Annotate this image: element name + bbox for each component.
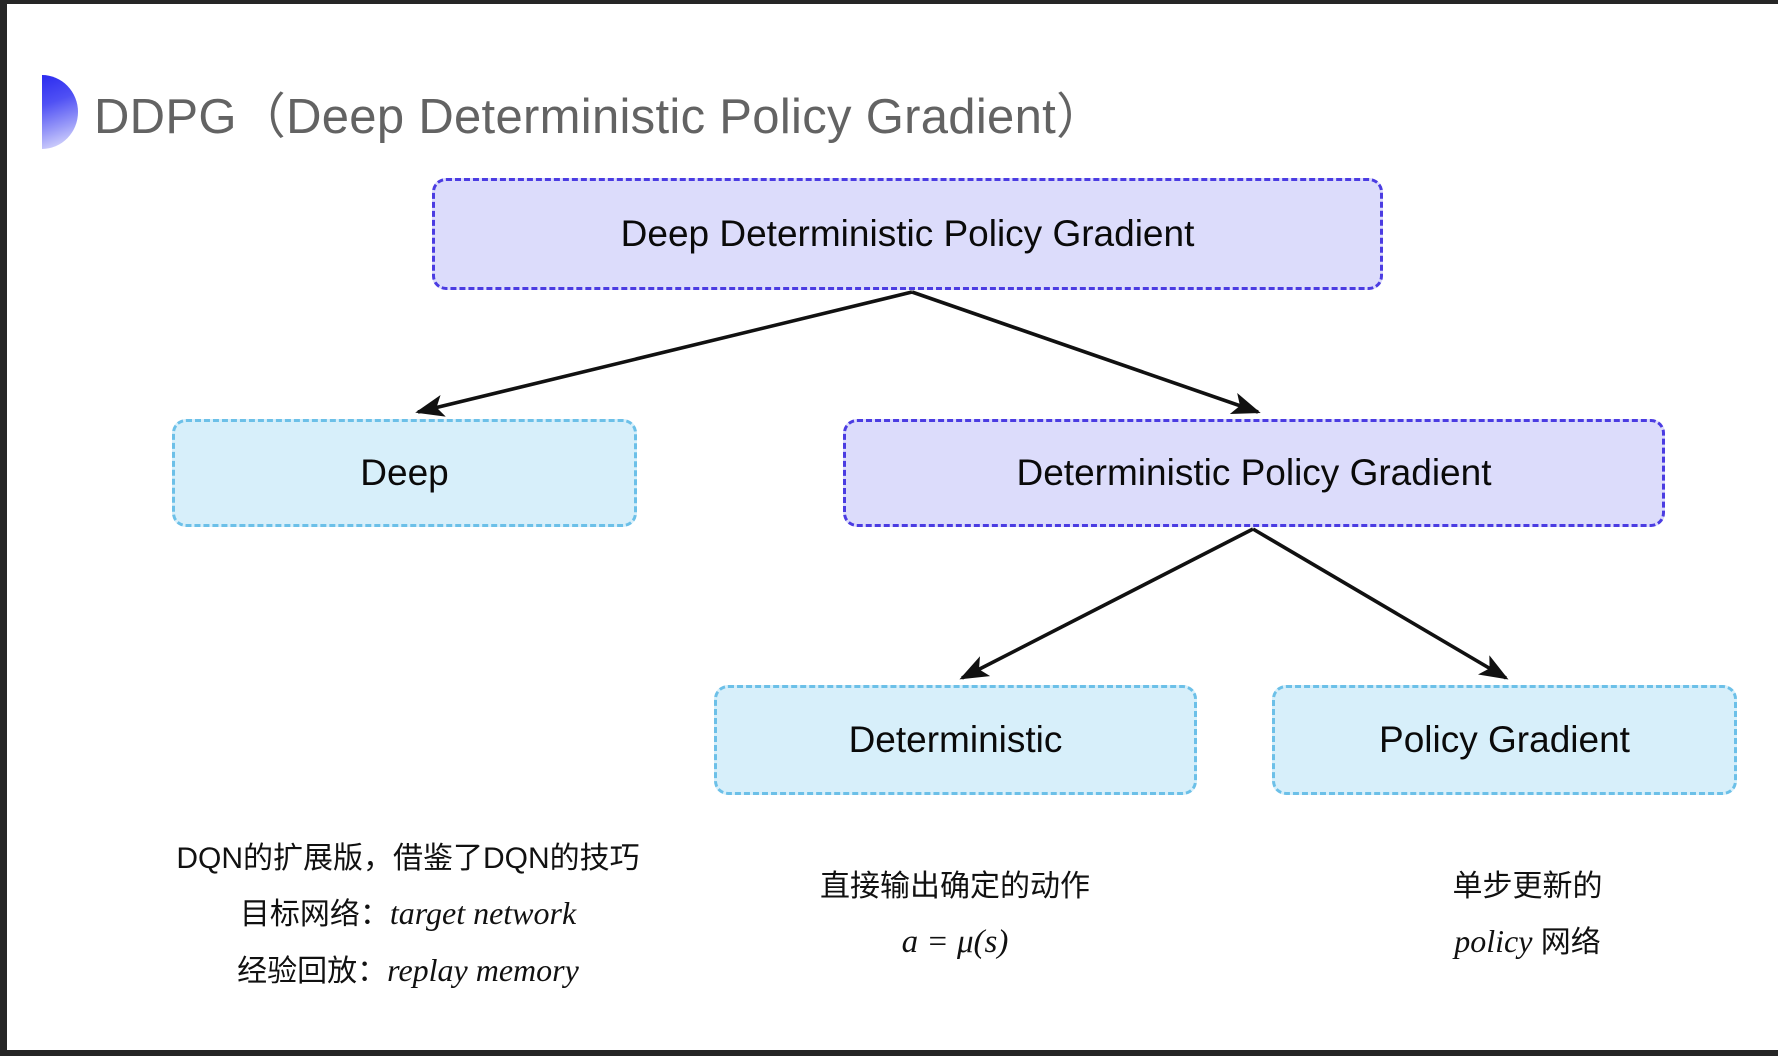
node-root-label: Deep Deterministic Policy Gradient [620,212,1195,254]
node-deterministic[interactable]: Deterministic [714,685,1197,795]
annotation-policy-gradient: 单步更新的 policy 网络 [1350,860,1705,970]
slide-frame-left-edge [0,0,7,1056]
slide-frame-top-edge [0,0,1778,4]
annotation-policy-gradient-term: policy [1454,923,1533,960]
node-deep-label: Deep [360,451,449,493]
node-dpg-label: Deterministic Policy Gradient [1016,451,1492,493]
node-policy-gradient[interactable]: Policy Gradient [1272,685,1737,795]
edge-root-to-dpg [911,290,1261,415]
annotation-deep-line2-term: target network [389,895,577,932]
half-circle-bullet-icon [42,75,78,149]
annotation-deep-line3-label: 经验回放： [237,955,388,989]
node-deterministic-policy-gradient[interactable]: Deterministic Policy Gradient [843,419,1665,527]
annotation-policy-gradient-line1: 单步更新的 [1452,870,1603,903]
annotation-deep: DQN的扩展版，借鉴了DQN的技巧 目标网络：target network 经验… [148,832,668,999]
annotation-deterministic: 直接输出确定的动作 a = μ(s) [775,860,1135,972]
slide-frame-bottom-edge [0,1050,1778,1056]
node-deterministic-label: Deterministic [848,718,1063,760]
annotation-deterministic-formula: a = μ(s) [901,924,1009,961]
annotation-policy-gradient-suffix: 网络 [1532,926,1601,960]
annotation-deep-line3: 经验回放：replay memory [148,942,668,999]
annotation-policy-gradient-line2: policy 网络 [1350,913,1705,970]
annotation-deep-line3-term: replay memory [387,952,579,989]
edge-root-to-deep [415,290,913,417]
node-deep[interactable]: Deep [172,419,637,527]
page-title: DDPG（Deep Deterministic Policy Gradient） [94,89,1106,144]
edge-dpg-to-deterministic [959,527,1254,680]
node-policy-gradient-label: Policy Gradient [1379,718,1630,760]
annotation-deep-line2: 目标网络：target network [148,885,668,942]
edge-dpg-to-policy-gradient [1252,527,1509,680]
node-deep-deterministic-policy-gradient[interactable]: Deep Deterministic Policy Gradient [432,178,1383,290]
slide-title-row: DDPG（Deep Deterministic Policy Gradient） [42,66,1105,158]
annotation-deep-line1: DQN的扩展版，借鉴了DQN的技巧 [176,842,640,875]
annotation-deterministic-line1: 直接输出确定的动作 [820,870,1090,903]
annotation-deep-line2-label: 目标网络： [239,898,390,932]
